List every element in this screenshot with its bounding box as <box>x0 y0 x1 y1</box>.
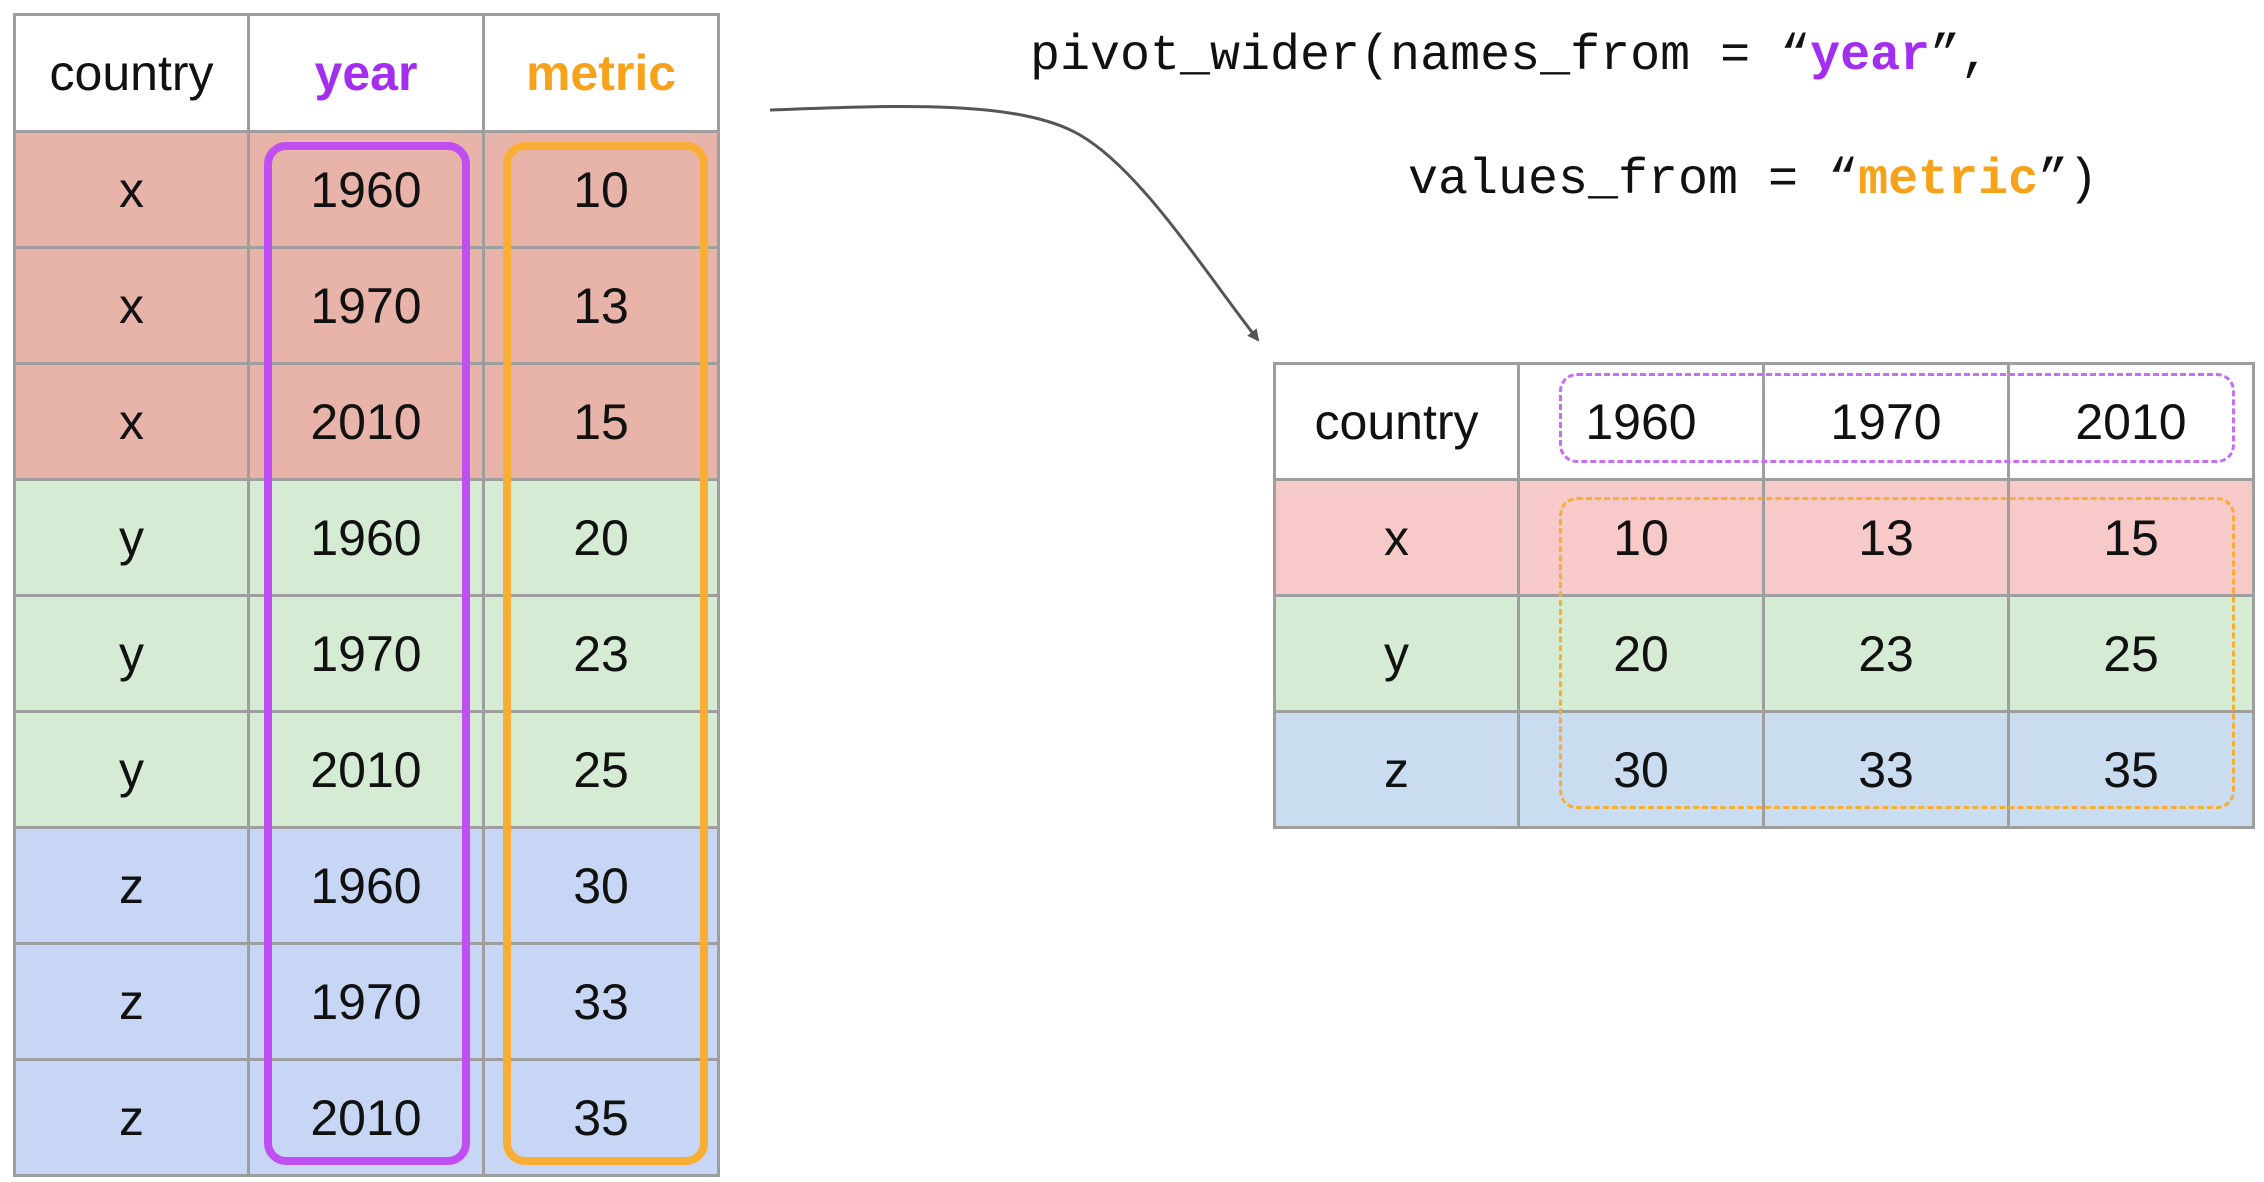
table-row: y 1970 23 <box>13 594 720 713</box>
code-text: pivot_wider(names_from = “ <box>1030 28 1811 85</box>
values-from-highlight <box>1559 497 2235 809</box>
table-row: x 2010 15 <box>13 362 720 481</box>
table-row: y 2010 25 <box>13 710 720 829</box>
country-cell: y <box>13 478 250 597</box>
value-cell: 23 <box>1762 594 2010 713</box>
code-text: values_from = “ <box>1408 152 1859 209</box>
year-column-highlight <box>264 142 470 1165</box>
long-table-header: country year metric <box>13 13 720 133</box>
country-cell: z <box>13 942 250 1061</box>
country-cell: z <box>1273 710 1520 829</box>
header-country: country <box>13 13 250 133</box>
metric-cell: 23 <box>482 594 720 713</box>
names-from-highlight <box>1559 373 2235 463</box>
code-line-values-from: values_from = “metric”) <box>1408 152 2098 209</box>
values-from-argument: metric <box>1858 152 2039 209</box>
header-metric: metric <box>482 13 720 133</box>
value-cell: 33 <box>1762 710 2010 829</box>
table-row: z 1970 33 <box>13 942 720 1061</box>
country-cell: y <box>1273 594 1520 713</box>
country-cell: z <box>13 826 250 945</box>
metric-cell: 15 <box>482 362 720 481</box>
country-cell: y <box>13 594 250 713</box>
long-table: country year metric x 1960 10 x 1970 13 … <box>13 13 720 1177</box>
value-cell: 25 <box>2007 594 2255 713</box>
code-line-names-from: pivot_wider(names_from = “year”, <box>1030 28 1990 85</box>
country-cell: y <box>13 710 250 829</box>
country-cell: x <box>1273 478 1520 597</box>
code-text: ”, <box>1930 28 1991 85</box>
year-cell: 2010 <box>247 362 485 481</box>
header-year: year <box>247 13 485 133</box>
year-cell: 2010 <box>247 710 485 829</box>
year-cell: 1970 <box>247 246 485 365</box>
metric-column-highlight <box>503 142 708 1165</box>
metric-cell: 30 <box>482 826 720 945</box>
header-country: country <box>1273 362 1520 481</box>
year-cell: 1970 <box>247 594 485 713</box>
names-from-argument: year <box>1810 28 1931 85</box>
code-text: ”) <box>2038 152 2099 209</box>
year-cell: 1960 <box>247 826 485 945</box>
country-cell: x <box>13 362 250 481</box>
metric-cell: 13 <box>482 246 720 365</box>
year-cell: 1970 <box>247 942 485 1061</box>
country-cell: z <box>13 1058 250 1177</box>
table-row: y 1960 20 <box>13 478 720 597</box>
country-cell: x <box>13 130 250 249</box>
metric-cell: 20 <box>482 478 720 597</box>
metric-cell: 25 <box>482 710 720 829</box>
table-row: z 1960 30 <box>13 826 720 945</box>
metric-cell: 33 <box>482 942 720 1061</box>
table-row: x 1970 13 <box>13 246 720 365</box>
year-cell: 1960 <box>247 478 485 597</box>
table-row: z 30 33 35 <box>1273 710 2255 829</box>
country-cell: x <box>13 246 250 365</box>
